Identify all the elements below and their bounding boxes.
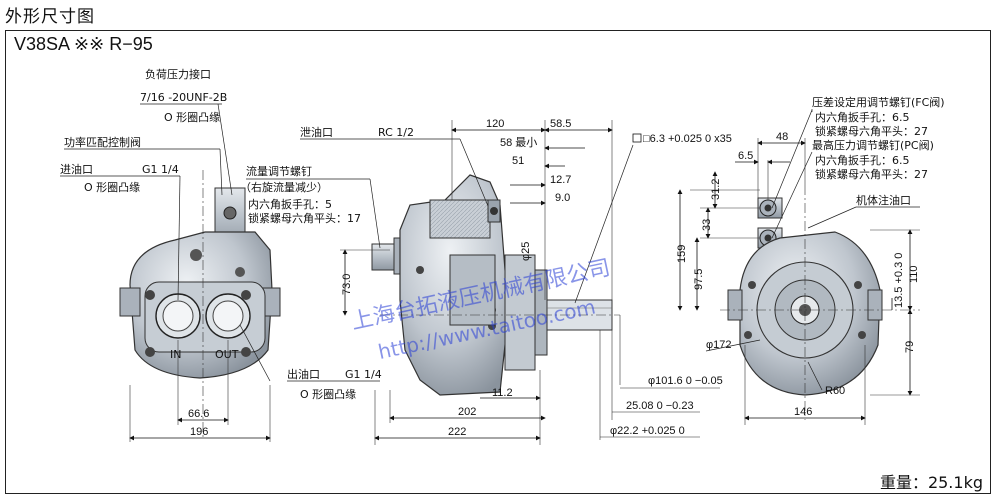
label-o-ring-flange-top: O 形圈凸缘 — [164, 111, 220, 124]
port-out-label: OUT — [215, 348, 239, 361]
label-lock-27a: 锁紧螺母六角平头：27 — [815, 124, 928, 138]
label-inlet-flange: O 形圈凸缘 — [84, 181, 140, 194]
dim-48: 48 — [776, 131, 788, 143]
dim-13-5: 13.5 +0.3 0 — [893, 253, 905, 308]
dim-202: 202 — [458, 406, 476, 418]
model-code: V38SA ※※ R−95 — [14, 34, 153, 54]
drawing-frame — [5, 30, 991, 494]
page-title: 外形尺寸图 — [5, 7, 95, 27]
label-max-screw: 最高压力调节螺钉(PC阀) — [812, 138, 934, 152]
dim-110: 110 — [908, 265, 920, 283]
dim-73: 73.0 — [341, 274, 353, 295]
port-in-label: IN — [170, 348, 181, 361]
label-drain-thread: RC 1/2 — [378, 126, 414, 139]
dim-58-5: 58.5 — [550, 118, 571, 130]
label-flow-screw: 流量调节螺钉 — [246, 164, 312, 178]
dim-phi101-6: φ101.6 0 −0.05 — [648, 375, 723, 387]
label-inlet-thread: G1 1/4 — [142, 163, 179, 176]
dim-12-7: 12.7 — [550, 174, 571, 186]
dim-6-5: 6.5 — [738, 150, 753, 162]
dim-146: 146 — [794, 406, 812, 418]
dim-r60: R60 — [825, 385, 845, 397]
label-power-valve: 功率匹配控制阀 — [64, 135, 141, 149]
dim-phi22-2: φ22.2 +0.025 0 — [610, 425, 685, 437]
rear-view: 48 6.5 31.2 33 159 97.5 110 79 13.5 +0.3… — [676, 95, 945, 425]
label-load-port: 负荷压力接口 — [145, 67, 211, 81]
label-lock-nut-17: 锁紧螺母六角平头：17 — [248, 211, 361, 225]
dim-58-min: 58 最小 — [500, 136, 537, 149]
dim-159: 159 — [676, 245, 688, 263]
label-hex-socket-5: 内六角扳手孔：5 — [248, 197, 332, 211]
label-hex-65a: 内六角扳手孔：6.5 — [815, 110, 910, 124]
dim-key: □6.3 +0.025 0 x35 — [643, 133, 732, 145]
label-hex-65b: 内六角扳手孔：6.5 — [815, 153, 910, 167]
dim-79: 79 — [904, 341, 916, 353]
label-outlet: 出油口 — [287, 367, 320, 381]
label-inlet: 进油口 — [60, 162, 93, 176]
side-view: 120 58.5 58 最小 51 12.7 9.0 □6.3 +0.025 0… — [239, 118, 732, 445]
label-flow-screw-note: （右旋流量减少） — [240, 180, 328, 194]
label-outlet-flange: O 形圈凸缘 — [300, 388, 356, 401]
dim-11-2: 11.2 — [492, 387, 513, 399]
dim-196: 196 — [190, 426, 208, 438]
label-case-fill: 机体注油口 — [856, 193, 911, 207]
dim-phi172: φ172 — [706, 339, 732, 351]
label-outlet-thread: G1 1/4 — [345, 368, 382, 381]
dim-25-08: 25.08 0 −0.23 — [626, 400, 694, 412]
dim-31-2: 31.2 — [710, 179, 722, 200]
label-diff-screw: 压差设定用调节螺钉(FC阀) — [812, 95, 945, 109]
label-load-port-thread: 7/16 -20UNF-2B — [140, 91, 227, 104]
dim-120: 120 — [486, 118, 504, 130]
dim-66-6: 66.6 — [188, 408, 209, 420]
dim-222: 222 — [448, 426, 466, 438]
dim-phi25: φ25 — [520, 242, 532, 261]
label-drain: 泄油口 — [300, 125, 333, 139]
dim-97-5: 97.5 — [693, 269, 705, 290]
weight-label: 重量：25.1kg — [879, 473, 983, 492]
dim-33: 33 — [701, 219, 713, 231]
dim-9-0: 9.0 — [555, 192, 570, 204]
front-view: IN OUT 66.6 196 负荷压力接口 7/16 -20UNF-2B O … — [60, 67, 281, 442]
dim-51: 51 — [512, 155, 524, 167]
label-lock-27b: 锁紧螺母六角平头：27 — [815, 167, 928, 181]
